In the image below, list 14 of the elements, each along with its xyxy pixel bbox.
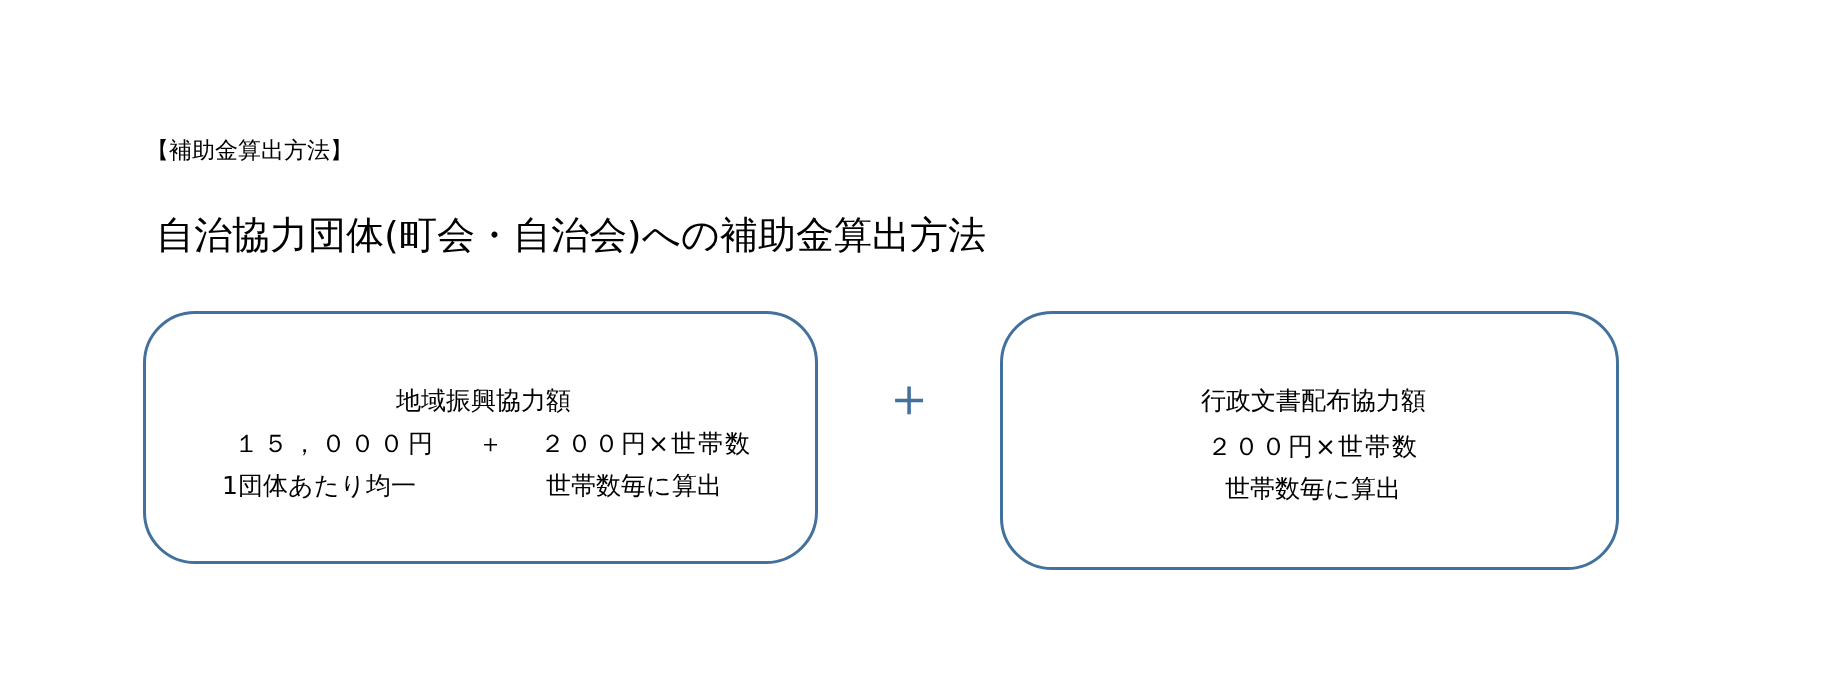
- diagram-title: 自治協力団体(町会・自治会)への補助金算出方法: [156, 212, 986, 259]
- note-text: 世帯数毎に算出: [546, 471, 722, 501]
- plus-sign: ＋: [478, 429, 503, 459]
- note-text: 1団体あたり均一: [222, 471, 416, 501]
- rounded-box: [1000, 311, 1619, 570]
- fixed-amount: １５，０００円: [234, 429, 437, 459]
- rounded-box: [143, 311, 818, 564]
- note-text: 世帯数毎に算出: [1225, 474, 1401, 504]
- amount-heading: 地域振興協力額: [395, 386, 571, 416]
- plus-sign: ＋: [882, 368, 936, 428]
- per-household-formula: ２００円×世帯数: [540, 429, 752, 459]
- per-household-formula: ２００円×世帯数: [1207, 432, 1419, 462]
- amount-heading: 行政文書配布協力額: [1200, 386, 1426, 416]
- section-heading: 【補助金算出方法】: [146, 138, 353, 164]
